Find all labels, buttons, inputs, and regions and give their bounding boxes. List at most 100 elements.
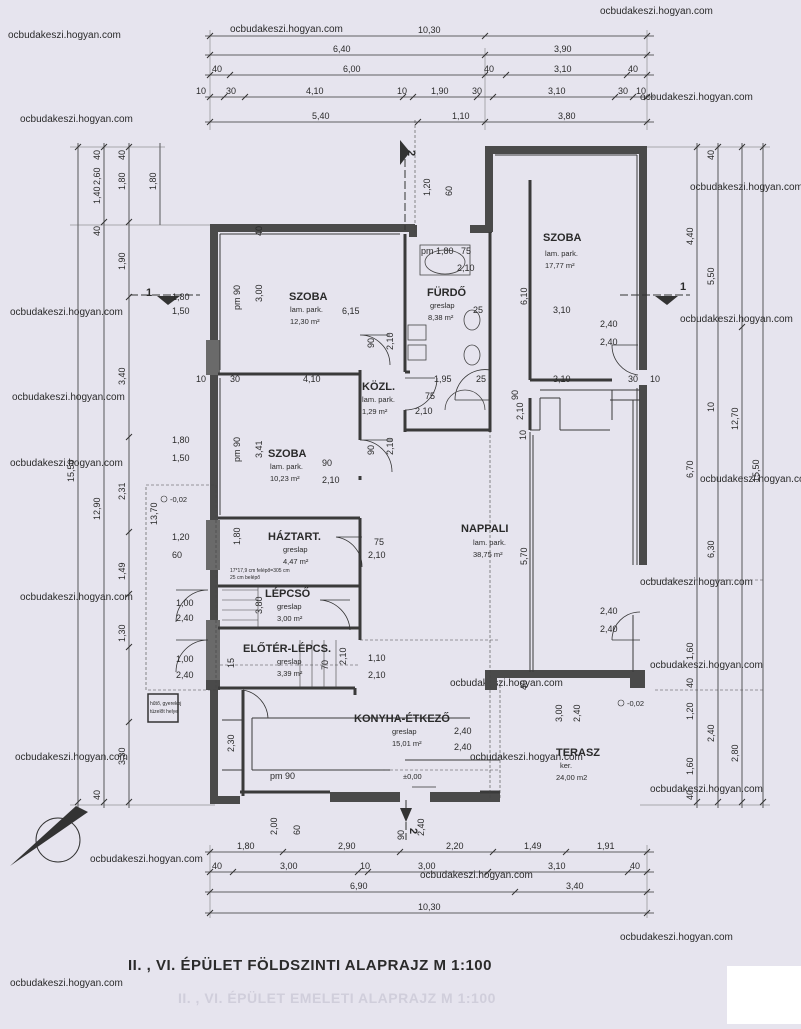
dim-text: 2,40 [416,818,426,836]
dim-text: 40 [630,861,640,871]
dim-text: 1,91 [597,841,615,851]
dim-text: 15 [226,658,236,668]
room-furdo-name: FÜRDŐ [427,286,467,299]
dim-text: 2,30 [226,734,236,752]
extension-lines [70,30,770,918]
dim-text: 2,10 [385,332,395,350]
dim-text: 3,80 [558,111,576,121]
watermark-text: ocbudakeszi.hogyan.com [10,978,123,989]
watermark-text: ocbudakeszi.hogyan.com [470,752,583,763]
level-mark: ±0,00 [403,772,422,781]
room-eloter-area: 3,39 m² [277,669,303,678]
dim-text: 2,10 [338,647,348,665]
dim-text: 40 [706,150,716,160]
dim-text: 3,00 [280,861,298,871]
watermark-text: ocbudakeszi.hogyan.com [90,854,203,865]
dim-text: 1,10 [368,653,386,663]
dim-text: 40 [484,64,494,74]
dim-text: 10 [650,374,660,384]
dim-text: 6,70 [685,460,695,478]
watermark-text: ocbudakeszi.hogyan.com [600,6,713,17]
dim-text: 90 [366,338,376,348]
watermark-text: ocbudakeszi.hogyan.com [20,114,133,125]
bin-note: hűtő, gyerekoj [150,701,181,707]
watermark-text: ocbudakeszi.hogyan.com [10,458,123,469]
dim-text: 40 [685,678,695,688]
dim-text: 12,90 [92,497,102,520]
bin-note-2: tüzelőt helye [150,709,178,715]
dim-text: 5,70 [519,547,529,565]
wall-blocks [206,225,645,802]
dim-text: 2,40 [706,724,716,742]
dim-text: 2,40 [600,624,618,634]
dim-text: 15,50 [66,459,76,482]
dim-text: 4,10 [303,374,321,384]
watermark-text: ocbudakeszi.hogyan.com [650,784,763,795]
watermark-text: ocbudakeszi.hogyan.com [8,30,121,41]
dim-text: 2,10 [385,437,395,455]
north-arrow [10,806,88,866]
dim-text: 10 [196,374,206,384]
room-szoba-2-name: SZOBA [268,448,307,460]
interior-walls [218,180,612,796]
dim-text: 10 [518,430,528,440]
watermark-text: ocbudakeszi.hogyan.com [620,932,733,943]
dim-text: 30 [618,86,628,96]
plan-title: II. , VI. ÉPÜLET FÖLDSZINTI ALAPRAJZ M 1… [128,957,492,974]
dim-text: 40 [117,150,127,160]
room-szoba-2-area: 10,23 m² [270,474,300,483]
watermark-text: ocbudakeszi.hogyan.com [420,870,533,881]
room-szoba-3-floor: lam. park. [545,249,578,258]
dim-text: 3,10 [548,861,566,871]
watermark-text: ocbudakeszi.hogyan.com [450,678,563,689]
room-szoba-1-area: 12,30 m² [290,317,320,326]
dim-text: 2,31 [117,482,127,500]
dim-text: 2,10 [322,475,340,485]
dim-text: 5,40 [312,111,330,121]
dim-text: 3,40 [117,367,127,385]
dim-text: 10,30 [418,902,441,912]
dim-text: 1,95 [434,374,452,384]
dim-text: 3,00 [554,704,564,722]
dim-text: 1,90 [431,86,449,96]
dim-text: 3,10 [553,305,571,315]
room-szoba-3-name: SZOBA [543,232,582,244]
dim-text: 3,30 [117,747,127,765]
dim-text: 1,60 [685,642,695,660]
section-label: 2 [405,150,417,156]
dim-text: 1,00 [176,654,194,664]
dim-text: 30 [230,374,240,384]
dim-text: pm 90 [270,771,295,781]
dim-text: 3,00 [254,284,264,302]
stair-note-2: 25 cm belépő [230,575,260,581]
room-szoba-1-name: SZOBA [289,291,328,303]
room-haztart-floor: greslap [283,545,308,554]
dim-text: 60 [292,825,302,835]
watermark-text: ocbudakeszi.hogyan.com [640,577,753,588]
watermark-text: ocbudakeszi.hogyan.com [12,392,125,403]
dim-text: 1,49 [524,841,542,851]
watermark-text: ocbudakeszi.hogyan.com [20,592,133,603]
dim-text: 10 [706,402,716,412]
room-kozl-name: KÖZL. [362,380,395,393]
dim-text: 2,40 [454,726,472,736]
room-lepcso-area: 3,00 m² [277,614,303,623]
room-eloter-floor: greslap [277,657,302,666]
dim-text: 5,50 [706,267,716,285]
corner-blank [727,966,801,1024]
dimension-ticks [74,32,767,917]
dim-text: 40 [254,226,264,236]
room-szoba-2-floor: lam. park. [270,462,303,471]
room-konyha-area: 15,01 m² [392,739,422,748]
room-nappali-floor: lam. park. [473,538,506,547]
dim-text: 30 [628,374,638,384]
dim-text: 3,10 [553,374,571,384]
watermark-text: ocbudakeszi.hogyan.com [690,182,801,193]
dim-text: 6,00 [343,64,361,74]
dim-text: 3,40 [566,881,584,891]
door-swings [175,334,641,788]
exterior-walls [210,146,647,804]
section-label: 1 [680,281,686,293]
dim-text: 2,10 [368,670,386,680]
